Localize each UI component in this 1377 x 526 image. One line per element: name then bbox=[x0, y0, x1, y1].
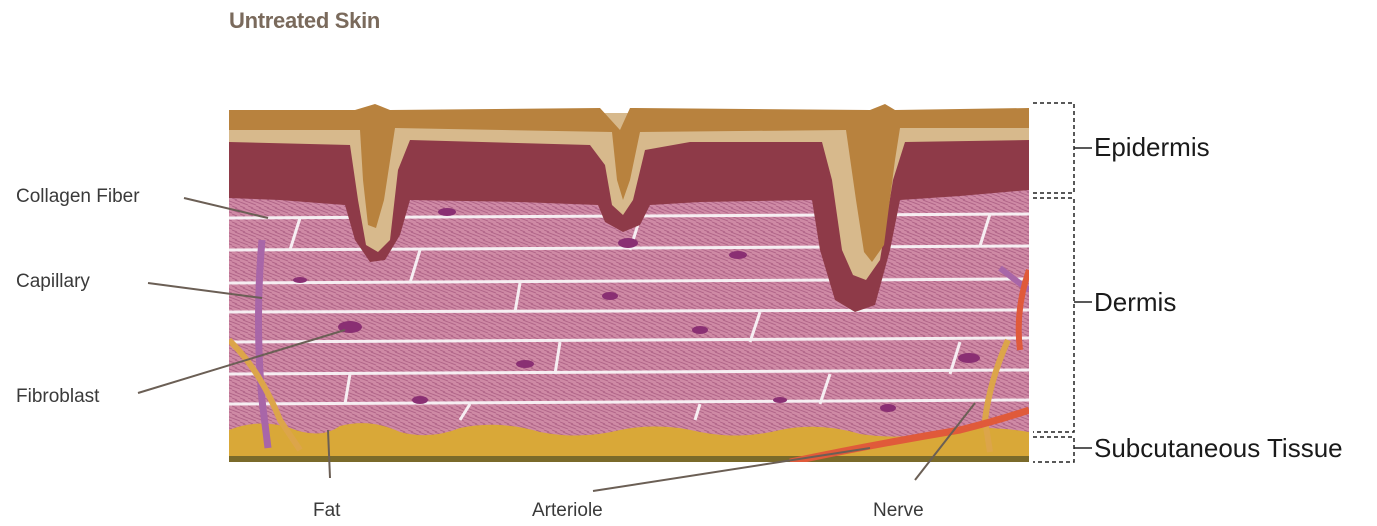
label-arteriole: Arteriole bbox=[532, 500, 603, 522]
label-fibroblast: Fibroblast bbox=[16, 386, 99, 408]
layer-subcutaneous: Subcutaneous Tissue bbox=[1094, 433, 1343, 464]
label-fat: Fat bbox=[313, 500, 340, 522]
label-capillary: Capillary bbox=[16, 271, 90, 293]
bracket-dermis bbox=[1033, 198, 1074, 432]
layer-dermis: Dermis bbox=[1094, 287, 1176, 318]
layer-epidermis: Epidermis bbox=[1094, 132, 1210, 163]
label-nerve: Nerve bbox=[873, 500, 924, 522]
bracket-epidermis bbox=[1033, 103, 1074, 193]
bracket-subcutaneous bbox=[1033, 437, 1074, 462]
label-collagen-fiber: Collagen Fiber bbox=[16, 186, 140, 208]
